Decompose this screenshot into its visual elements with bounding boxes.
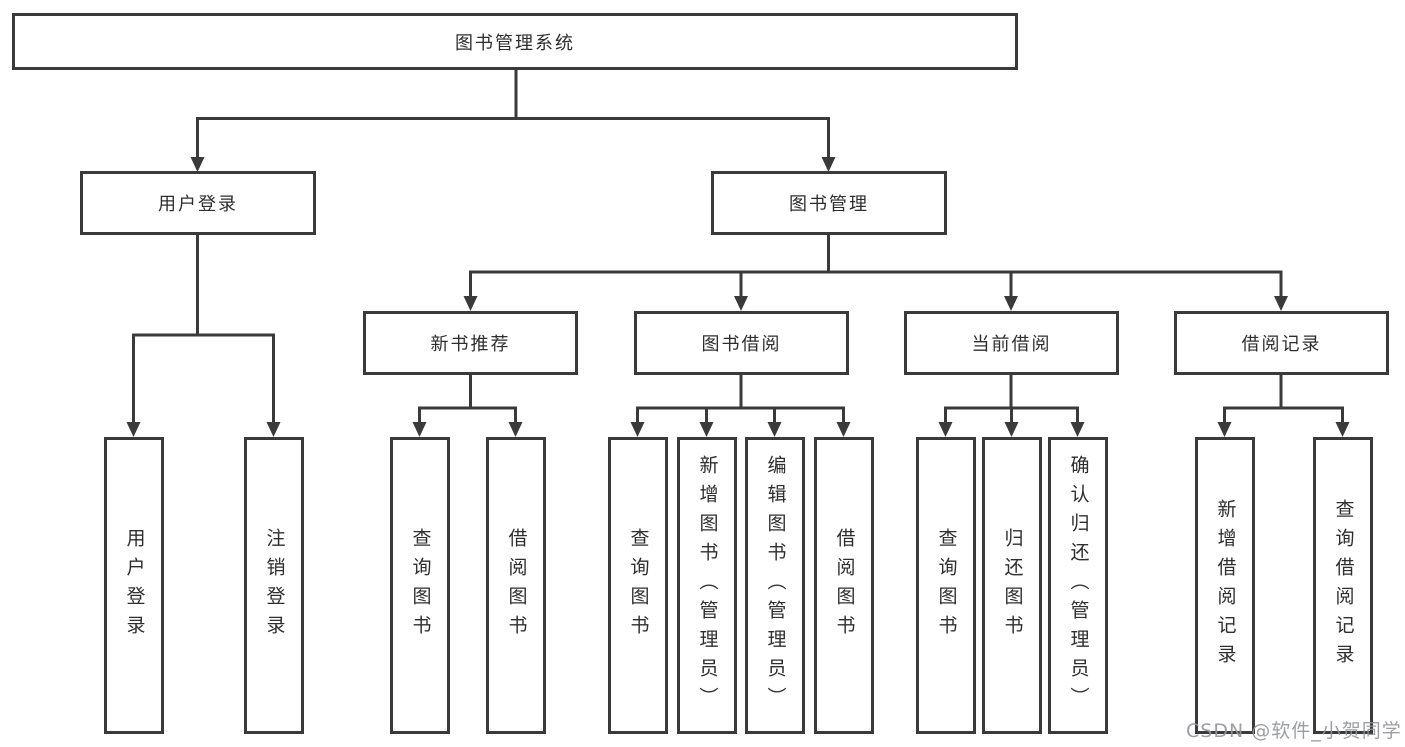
leaf-add-borrow-record-label: 新增借阅记录	[1214, 498, 1237, 673]
leaf-logout: 注销登录	[244, 437, 304, 734]
node-borrow-records: 借阅记录	[1174, 311, 1389, 375]
leaf-query-borrow-record-label: 查询借阅记录	[1332, 498, 1355, 673]
leaf-user-login-label: 用户登录	[123, 527, 146, 644]
leaf-query-book-borrow-label: 查询图书	[627, 527, 650, 644]
leaf-borrow-book-recommend-label: 借阅图书	[505, 527, 528, 644]
node-new-book-recommend-label: 新书推荐	[430, 334, 511, 355]
node-book-management-branch: 图书管理	[711, 171, 947, 235]
node-new-book-recommend: 新书推荐	[363, 311, 578, 375]
node-book-borrow: 图书借阅	[634, 311, 849, 375]
node-user-login-branch-label: 用户登录	[158, 194, 238, 215]
node-book-management-branch-label: 图书管理	[789, 194, 869, 215]
leaf-return-book: 归还图书	[982, 437, 1042, 734]
node-borrow-records-label: 借阅记录	[1241, 334, 1322, 355]
node-book-borrow-label: 图书借阅	[701, 334, 782, 355]
leaf-query-book-current: 查询图书	[916, 437, 976, 734]
leaf-add-book-admin: 新增图书（管理员）	[677, 437, 737, 734]
leaf-add-borrow-record: 新增借阅记录	[1195, 437, 1255, 734]
leaf-edit-book-admin: 编辑图书（管理员）	[745, 437, 805, 734]
node-user-login-branch: 用户登录	[80, 171, 316, 235]
leaf-query-book-borrow: 查询图书	[608, 437, 668, 734]
leaf-add-book-admin-label: 新增图书（管理员）	[696, 455, 719, 716]
leaf-confirm-return-admin-label: 确认归还（管理员）	[1067, 455, 1090, 716]
node-system-root-label: 图书管理系统	[455, 32, 575, 54]
connector-arrowheads	[126, 157, 1350, 437]
node-current-borrow-label: 当前借阅	[971, 334, 1052, 355]
node-current-borrow: 当前借阅	[904, 311, 1119, 375]
leaf-query-book-current-label: 查询图书	[935, 527, 958, 644]
leaf-borrow-book-label: 借阅图书	[833, 527, 856, 644]
leaf-query-book-recommend-label: 查询图书	[409, 527, 432, 644]
csdn-watermark: CSDN @软件_小贺同学	[1186, 720, 1402, 742]
node-system-root: 图书管理系统	[12, 13, 1018, 70]
leaf-logout-label: 注销登录	[263, 527, 286, 644]
leaf-confirm-return-admin: 确认归还（管理员）	[1048, 437, 1108, 734]
leaf-query-borrow-record: 查询借阅记录	[1313, 437, 1373, 734]
leaf-return-book-label: 归还图书	[1001, 527, 1024, 644]
leaf-borrow-book-recommend: 借阅图书	[486, 437, 546, 734]
leaf-user-login: 用户登录	[104, 437, 164, 734]
leaf-query-book-recommend: 查询图书	[390, 437, 450, 734]
leaf-borrow-book: 借阅图书	[814, 437, 874, 734]
leaf-edit-book-admin-label: 编辑图书（管理员）	[764, 455, 787, 716]
